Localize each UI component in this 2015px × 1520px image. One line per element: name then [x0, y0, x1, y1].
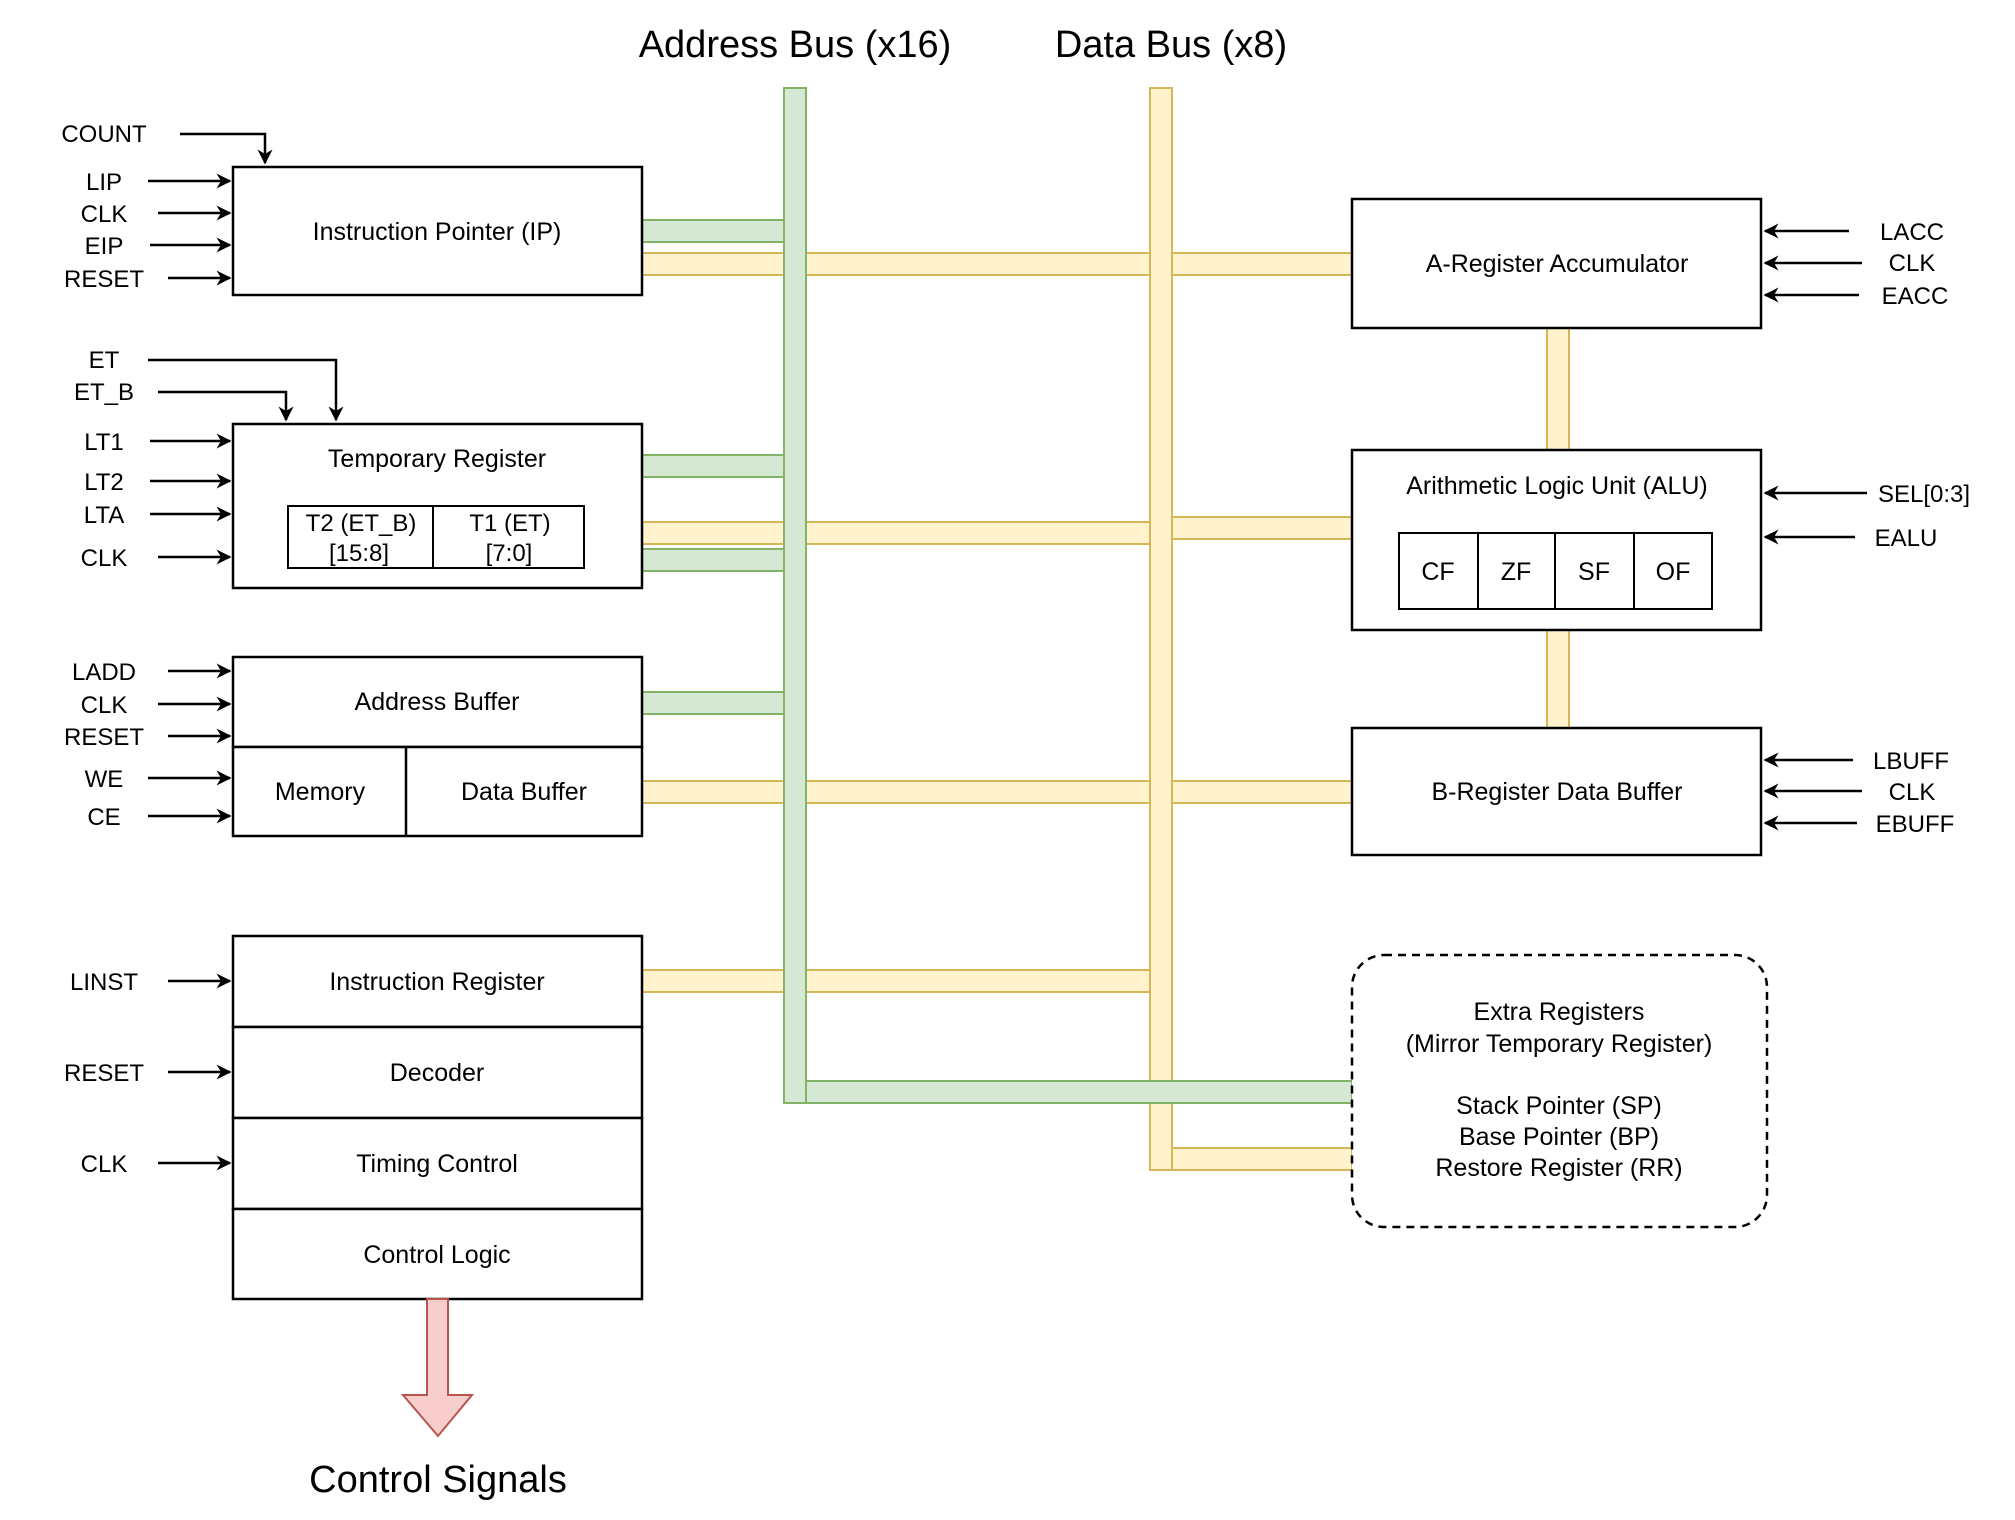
- signal-we: WE: [85, 766, 124, 793]
- signal-lt2: LT2: [84, 469, 124, 496]
- signal-lacc: LACC: [1880, 219, 1944, 246]
- t1-label: T1 (ET): [469, 510, 550, 537]
- address-bus: [641, 87, 1353, 1104]
- signal-clk-mem: CLK: [81, 692, 128, 719]
- signal-ladd: LADD: [72, 659, 136, 686]
- signal-clk-ip: CLK: [81, 201, 128, 228]
- t2-label: T2 (ET_B): [306, 510, 417, 537]
- base-pointer-label: Base Pointer (BP): [1459, 1123, 1659, 1151]
- signal-lip: LIP: [86, 169, 122, 196]
- extra-registers-subtitle: (Mirror Temporary Register): [1406, 1030, 1713, 1058]
- signal-clk-temp: CLK: [81, 545, 128, 572]
- signal-lt1: LT1: [84, 429, 124, 456]
- signal-linst: LINST: [70, 969, 138, 996]
- control-signals-label: Control Signals: [309, 1459, 567, 1501]
- accumulator-box: [1350, 197, 1763, 330]
- signal-ebuff: EBUFF: [1876, 811, 1955, 838]
- memory-row-box: [231, 745, 644, 838]
- timing-control-label: Timing Control: [356, 1150, 518, 1178]
- instruction-register-label: Instruction Register: [329, 968, 544, 996]
- signal-eacc: EACC: [1882, 283, 1949, 310]
- signal-et-b: ET_B: [74, 379, 134, 406]
- signal-sel: SEL[0:3]: [1878, 481, 1970, 508]
- temporary-register-block: Temporary Register T2 (ET_B) [15:8] T1 (…: [74, 347, 644, 590]
- extra-registers-block: Extra Registers (Mirror Temporary Regist…: [1350, 953, 1769, 1229]
- b-register-box: [1350, 726, 1763, 857]
- et-wire: [148, 358, 344, 422]
- restore-register-label: Restore Register (RR): [1435, 1154, 1682, 1182]
- b-register-label: B-Register Data Buffer: [1431, 778, 1682, 806]
- signal-clk-b: CLK: [1889, 779, 1936, 806]
- memory-block: Address Buffer Memory Data Buffer LADD C…: [64, 655, 644, 838]
- count-wire: [180, 132, 273, 165]
- extra-registers-title: Extra Registers: [1474, 998, 1645, 1026]
- b-register-block: B-Register Data Buffer LBUFF CLK EBUFF: [1350, 726, 1955, 857]
- instruction-register-box: [231, 934, 644, 1029]
- control-signals-arrow: [400, 1298, 475, 1438]
- signal-eip: EIP: [85, 233, 124, 260]
- t2-range: [15:8]: [329, 540, 389, 567]
- instruction-pointer-box: [231, 165, 644, 297]
- decoder-label: Decoder: [390, 1059, 485, 1087]
- data-bus-title: Data Bus (x8): [1055, 24, 1287, 66]
- timing-control-box: [231, 1116, 644, 1211]
- flag-zf: ZF: [1501, 558, 1532, 586]
- alu-label: Arithmetic Logic Unit (ALU): [1406, 472, 1707, 500]
- flag-cf: CF: [1421, 558, 1454, 586]
- decoder-box: [231, 1025, 644, 1120]
- signal-lbuff: LBUFF: [1873, 748, 1949, 775]
- instruction-pointer-label: Instruction Pointer (IP): [313, 218, 562, 246]
- signal-clk-ctrl: CLK: [81, 1151, 128, 1178]
- address-buffer-label: Address Buffer: [355, 688, 520, 716]
- memory-label: Memory: [275, 778, 366, 806]
- alu-block: Arithmetic Logic Unit (ALU) CF ZF SF OF …: [1350, 448, 1970, 632]
- signal-et: ET: [89, 347, 120, 374]
- accumulator-block: A-Register Accumulator LACC CLK EACC: [1350, 197, 1949, 330]
- signal-reset-ctrl: RESET: [64, 1060, 144, 1087]
- instruction-pointer-block: Instruction Pointer (IP) COUNT LIP CLK E…: [61, 121, 644, 297]
- signal-reset-ip: RESET: [64, 266, 144, 293]
- data-buffer-label: Data Buffer: [461, 778, 587, 806]
- flag-of: OF: [1656, 558, 1691, 586]
- temp-subregister-box: [287, 505, 585, 569]
- stack-pointer-label: Stack Pointer (SP): [1456, 1092, 1662, 1120]
- signal-ce: CE: [87, 804, 120, 831]
- signal-ealu: EALU: [1875, 525, 1938, 552]
- signal-lta: LTA: [84, 502, 124, 529]
- extra-registers-box: [1350, 953, 1769, 1229]
- signal-reset-mem: RESET: [64, 724, 144, 751]
- temporary-register-label: Temporary Register: [328, 445, 546, 473]
- et-b-wire: [158, 390, 294, 422]
- flag-sf: SF: [1578, 558, 1610, 586]
- accumulator-label: A-Register Accumulator: [1426, 250, 1689, 278]
- signal-clk-acc: CLK: [1889, 250, 1936, 277]
- t1-range: [7:0]: [486, 540, 533, 567]
- control-logic-label: Control Logic: [363, 1241, 510, 1269]
- control-unit-block: Instruction Register Decoder Timing Cont…: [64, 934, 644, 1501]
- address-bus-title: Address Bus (x16): [639, 24, 952, 66]
- address-buffer-box: [231, 655, 644, 749]
- signal-count: COUNT: [61, 121, 147, 148]
- control-logic-box: [231, 1207, 644, 1301]
